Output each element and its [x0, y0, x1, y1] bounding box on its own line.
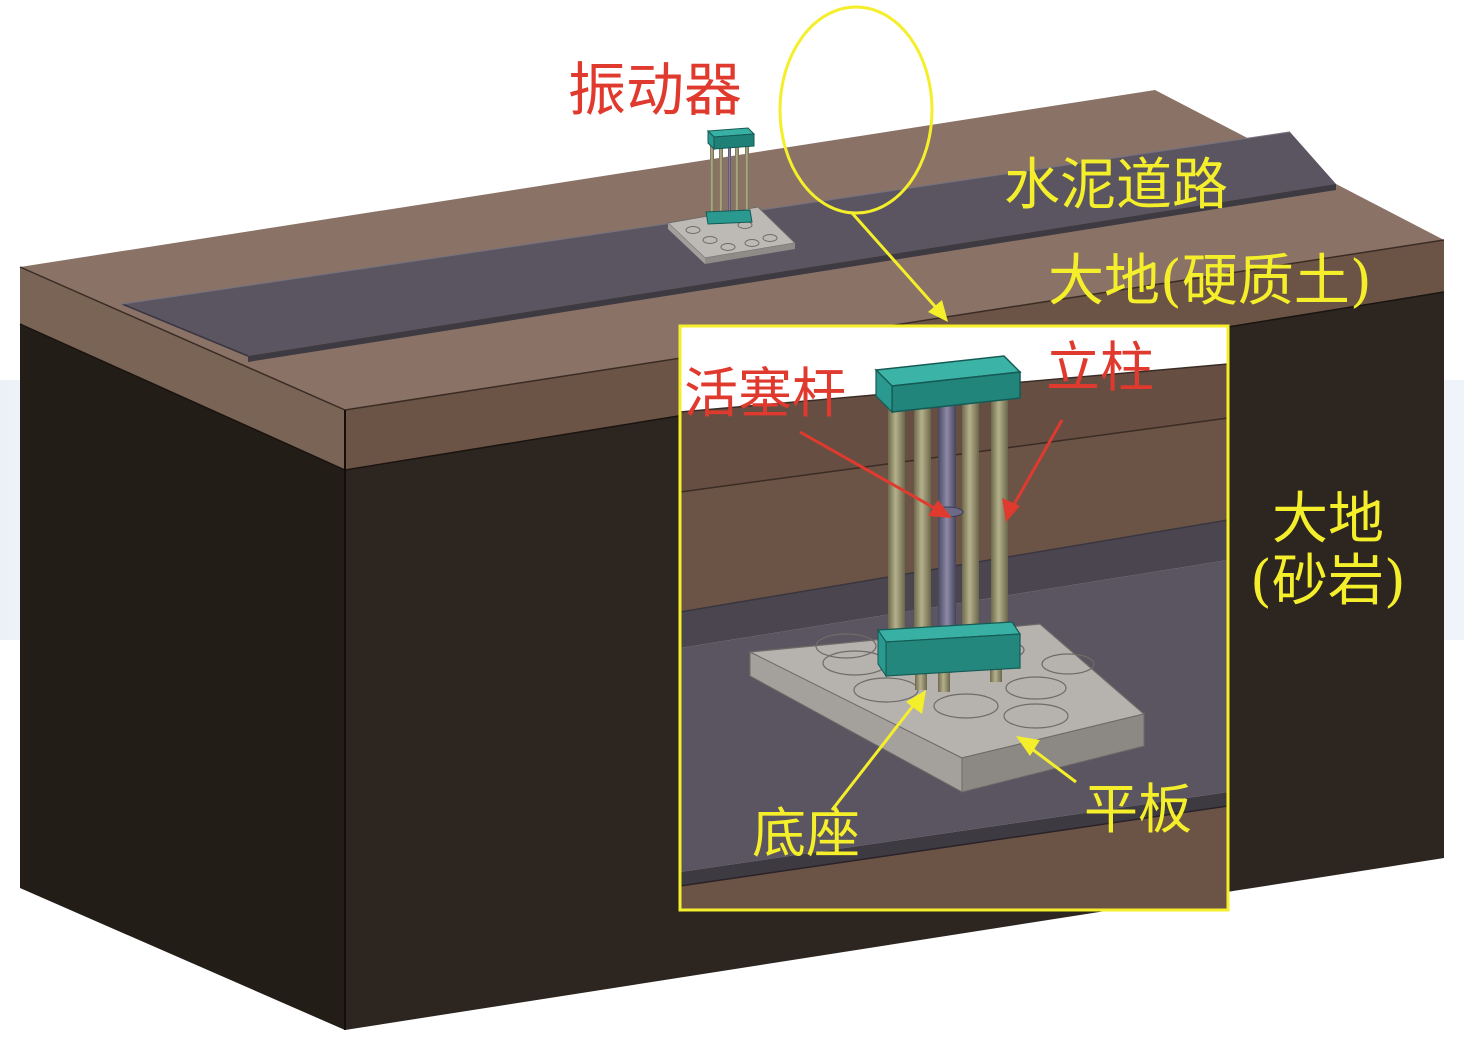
label-vibrator: 振动器 — [568, 56, 742, 124]
inset-plate-side — [749, 651, 963, 793]
label-cement-road: 水泥道路 — [1004, 153, 1228, 218]
label-piston-rod: 活塞杆 — [684, 362, 846, 425]
label-plate: 平板 — [1084, 778, 1192, 841]
label-base: 底座 — [752, 802, 860, 865]
label-column: 立柱 — [1046, 336, 1154, 399]
column-4 — [991, 398, 1008, 632]
piston-rod — [938, 404, 956, 636]
small-cap-front — [713, 133, 755, 150]
column-2 — [914, 404, 931, 640]
base-arrow — [830, 701, 918, 811]
inset-base-block — [885, 633, 1021, 677]
hard-soil-front-side — [20, 267, 345, 470]
label-sandstone-earth-line2: (砂岩) — [1250, 549, 1406, 614]
inset-border — [678, 324, 1230, 912]
piston-rod-arrow — [799, 430, 939, 512]
small-plate-edge — [705, 243, 795, 264]
inset-detail-view — [678, 324, 1230, 912]
callout-connector — [850, 212, 942, 313]
column-3 — [962, 402, 979, 638]
plate-arrow — [1027, 744, 1077, 784]
small-plate-side — [668, 223, 705, 264]
label-sandstone-earth-line1: 大地 — [1272, 487, 1384, 552]
column-arrow — [1010, 419, 1064, 509]
road-edge — [248, 184, 1336, 362]
sandstone-front-face — [20, 324, 345, 1030]
callout-arrowhead — [928, 300, 948, 322]
label-hard-soil-earth: 大地(硬质土) — [1048, 249, 1372, 314]
callout-ellipse — [778, 5, 934, 215]
column-1 — [888, 400, 905, 632]
vibrator-small — [666, 127, 797, 264]
